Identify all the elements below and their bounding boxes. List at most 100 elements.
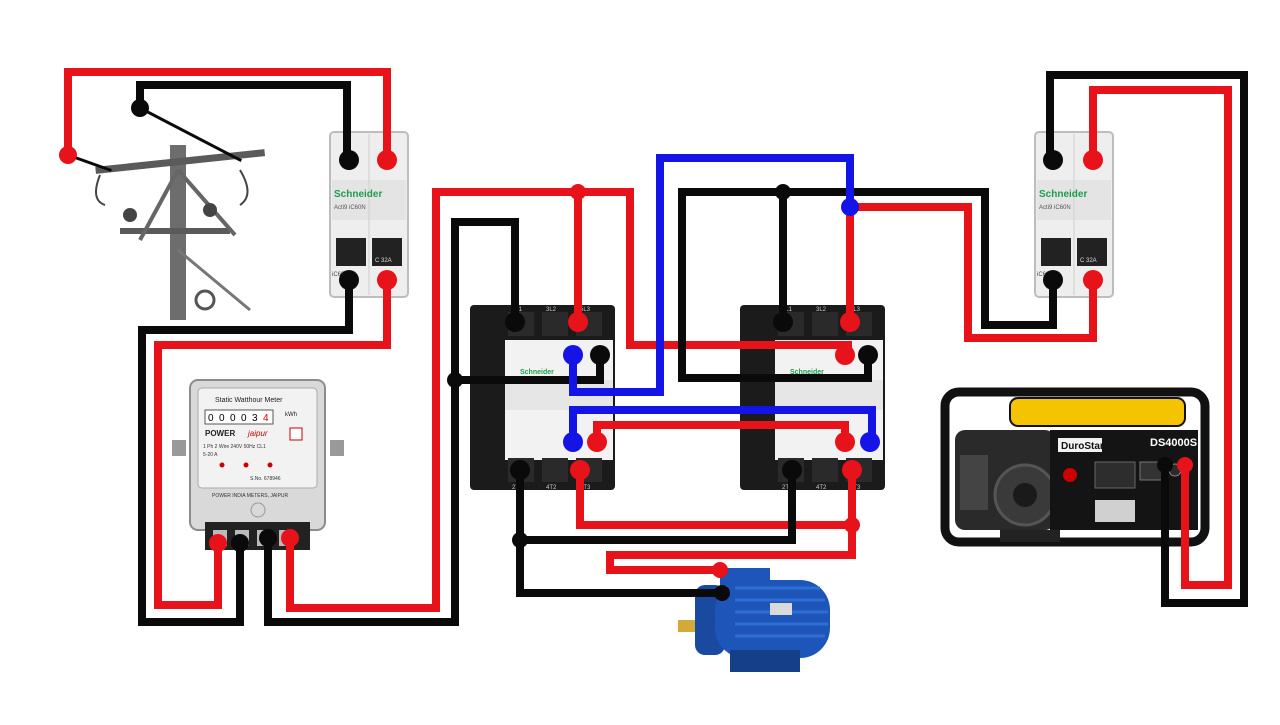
wire-generator-neutral [1046,71,1248,607]
breaker-left: Schneider Acti9 iC60N iC60 C 32A [329,131,409,298]
breaker-left-brand: Schneider [334,189,382,200]
terminal-dot [844,517,860,533]
terminal-dots [59,99,1193,601]
wire-meter-out-live [286,188,852,612]
terminal-dot [510,460,530,480]
wire-gen-breaker-live [846,203,1097,342]
induction-motor-icon [678,568,830,672]
contactor-right-t2: 3L2 [816,307,827,313]
generator: DuroStar DS4000S [940,387,1210,547]
meter-reading-2: 0 [230,413,236,424]
terminal-dot [339,270,359,290]
terminal-dot [841,198,859,216]
wire-motor-live [606,521,856,574]
terminal-dot [773,312,793,332]
breaker-right-brand: Schneider [1039,189,1087,200]
terminal-dot [505,312,525,332]
breaker-left-rating: C 32A [375,258,392,264]
terminal-dot [563,345,583,365]
meter-reading-3: 0 [241,413,247,424]
meter-brand-left: POWER [205,429,235,438]
contactor-left-brand: Schneider [520,369,554,376]
terminal-dot [775,184,791,200]
terminal-dot [842,460,862,480]
terminal-dot [782,460,802,480]
contactor-right-t3: 5L3 [850,307,861,313]
terminal-dot [570,184,586,200]
wire-meter-out-neutral [264,218,519,626]
wire-gen-breaker-neutral [779,188,1057,329]
energy-meter: Static Watthour Meter 0 0 0 0 3 4 kWh PO… [172,379,344,550]
terminal-dot [570,460,590,480]
meter-brand-right: jaipur [247,429,268,438]
terminal-dot [231,534,249,552]
wire-breaker-meter-live [154,276,391,609]
meter-reading-4: 3 [252,413,258,424]
wire-generator-live [1089,86,1232,589]
breaker-right: Schneider Acti9 iC60N iC60 C 32A [1034,131,1114,298]
terminal-dot [259,529,277,547]
terminal-dot [1157,457,1173,473]
terminal-dot [835,345,855,365]
terminal-dot [1043,150,1063,170]
breaker-right-rating: C 32A [1080,258,1097,264]
contactor-left-t2: 3L2 [546,307,557,313]
utility-pole-icon [95,145,266,320]
breaker-right-label: iC60 [1037,272,1050,278]
terminal-dot [858,345,878,365]
wire-motor-neutral [516,536,726,597]
terminal-dot [712,562,728,578]
meter-title: Static Watthour Meter [215,397,283,404]
terminal-dot [1177,457,1193,473]
meter-current: 5-20 A [203,452,218,458]
terminal-dot [512,532,528,548]
contactor-left-b2: 4T2 [546,485,557,491]
wire-interlock-top [569,154,854,396]
terminal-dot [835,432,855,452]
contactor-right-b1: 2T1 [782,485,793,491]
meter-reading-0: 0 [208,413,214,424]
meter-maker: POWER INDIA METERS, JAIPUR [212,493,289,499]
terminal-dot [714,585,730,601]
terminal-dot [1083,270,1103,290]
contactor-left-t3: 5L3 [580,307,591,313]
contactor-left: Schneider 1L1 3L2 5L3 2T1 4T2 6T3 [470,305,615,491]
meter-serial: S.No. 678946 [250,476,281,482]
terminal-dot [860,432,880,452]
terminal-dot [209,534,227,552]
terminal-dot [1083,150,1103,170]
wire-pole-drop [137,105,243,163]
breaker-left-model: Acti9 iC60N [334,205,366,211]
meter-spec: 1 Ph 2 Wire 240V 50Hz CL1 [203,444,266,450]
wires [64,68,1248,626]
wire-out-neutral [516,466,796,544]
terminal-dot [840,312,860,332]
contactor-right-b2: 4T2 [816,485,827,491]
wire-pole-live [64,68,391,164]
breaker-left-label: iC60 [332,272,345,278]
contactor-right-brand: Schneider [790,369,824,376]
meter-reading-5: 4 [263,413,269,424]
terminal-dot [568,312,588,332]
terminal-dot [131,99,149,117]
breaker-right-model: Acti9 iC60N [1039,205,1071,211]
terminal-dot [59,146,77,164]
meter-unit: kWh [285,412,297,418]
contactor-right: Schneider 1L1 3L2 5L3 2T1 4T2 6T3 [740,305,885,491]
terminal-dot [563,432,583,452]
contactor-right-t1: 1L1 [782,307,793,313]
terminal-dot [587,432,607,452]
generator-model: DS4000S [1150,437,1197,449]
contactor-left-b3: 6T3 [580,485,591,491]
wire-interlock-bottom [569,406,876,444]
terminal-dot [339,150,359,170]
wire-out-live [576,466,856,529]
terminal-dot [1043,270,1063,290]
generator-brand: DuroStar [1061,441,1104,452]
terminal-dot [377,150,397,170]
terminal-dot [447,372,463,388]
wire-contactor-right-bridge-neutral [678,188,872,382]
wire-breaker-meter-neutral [138,276,353,626]
